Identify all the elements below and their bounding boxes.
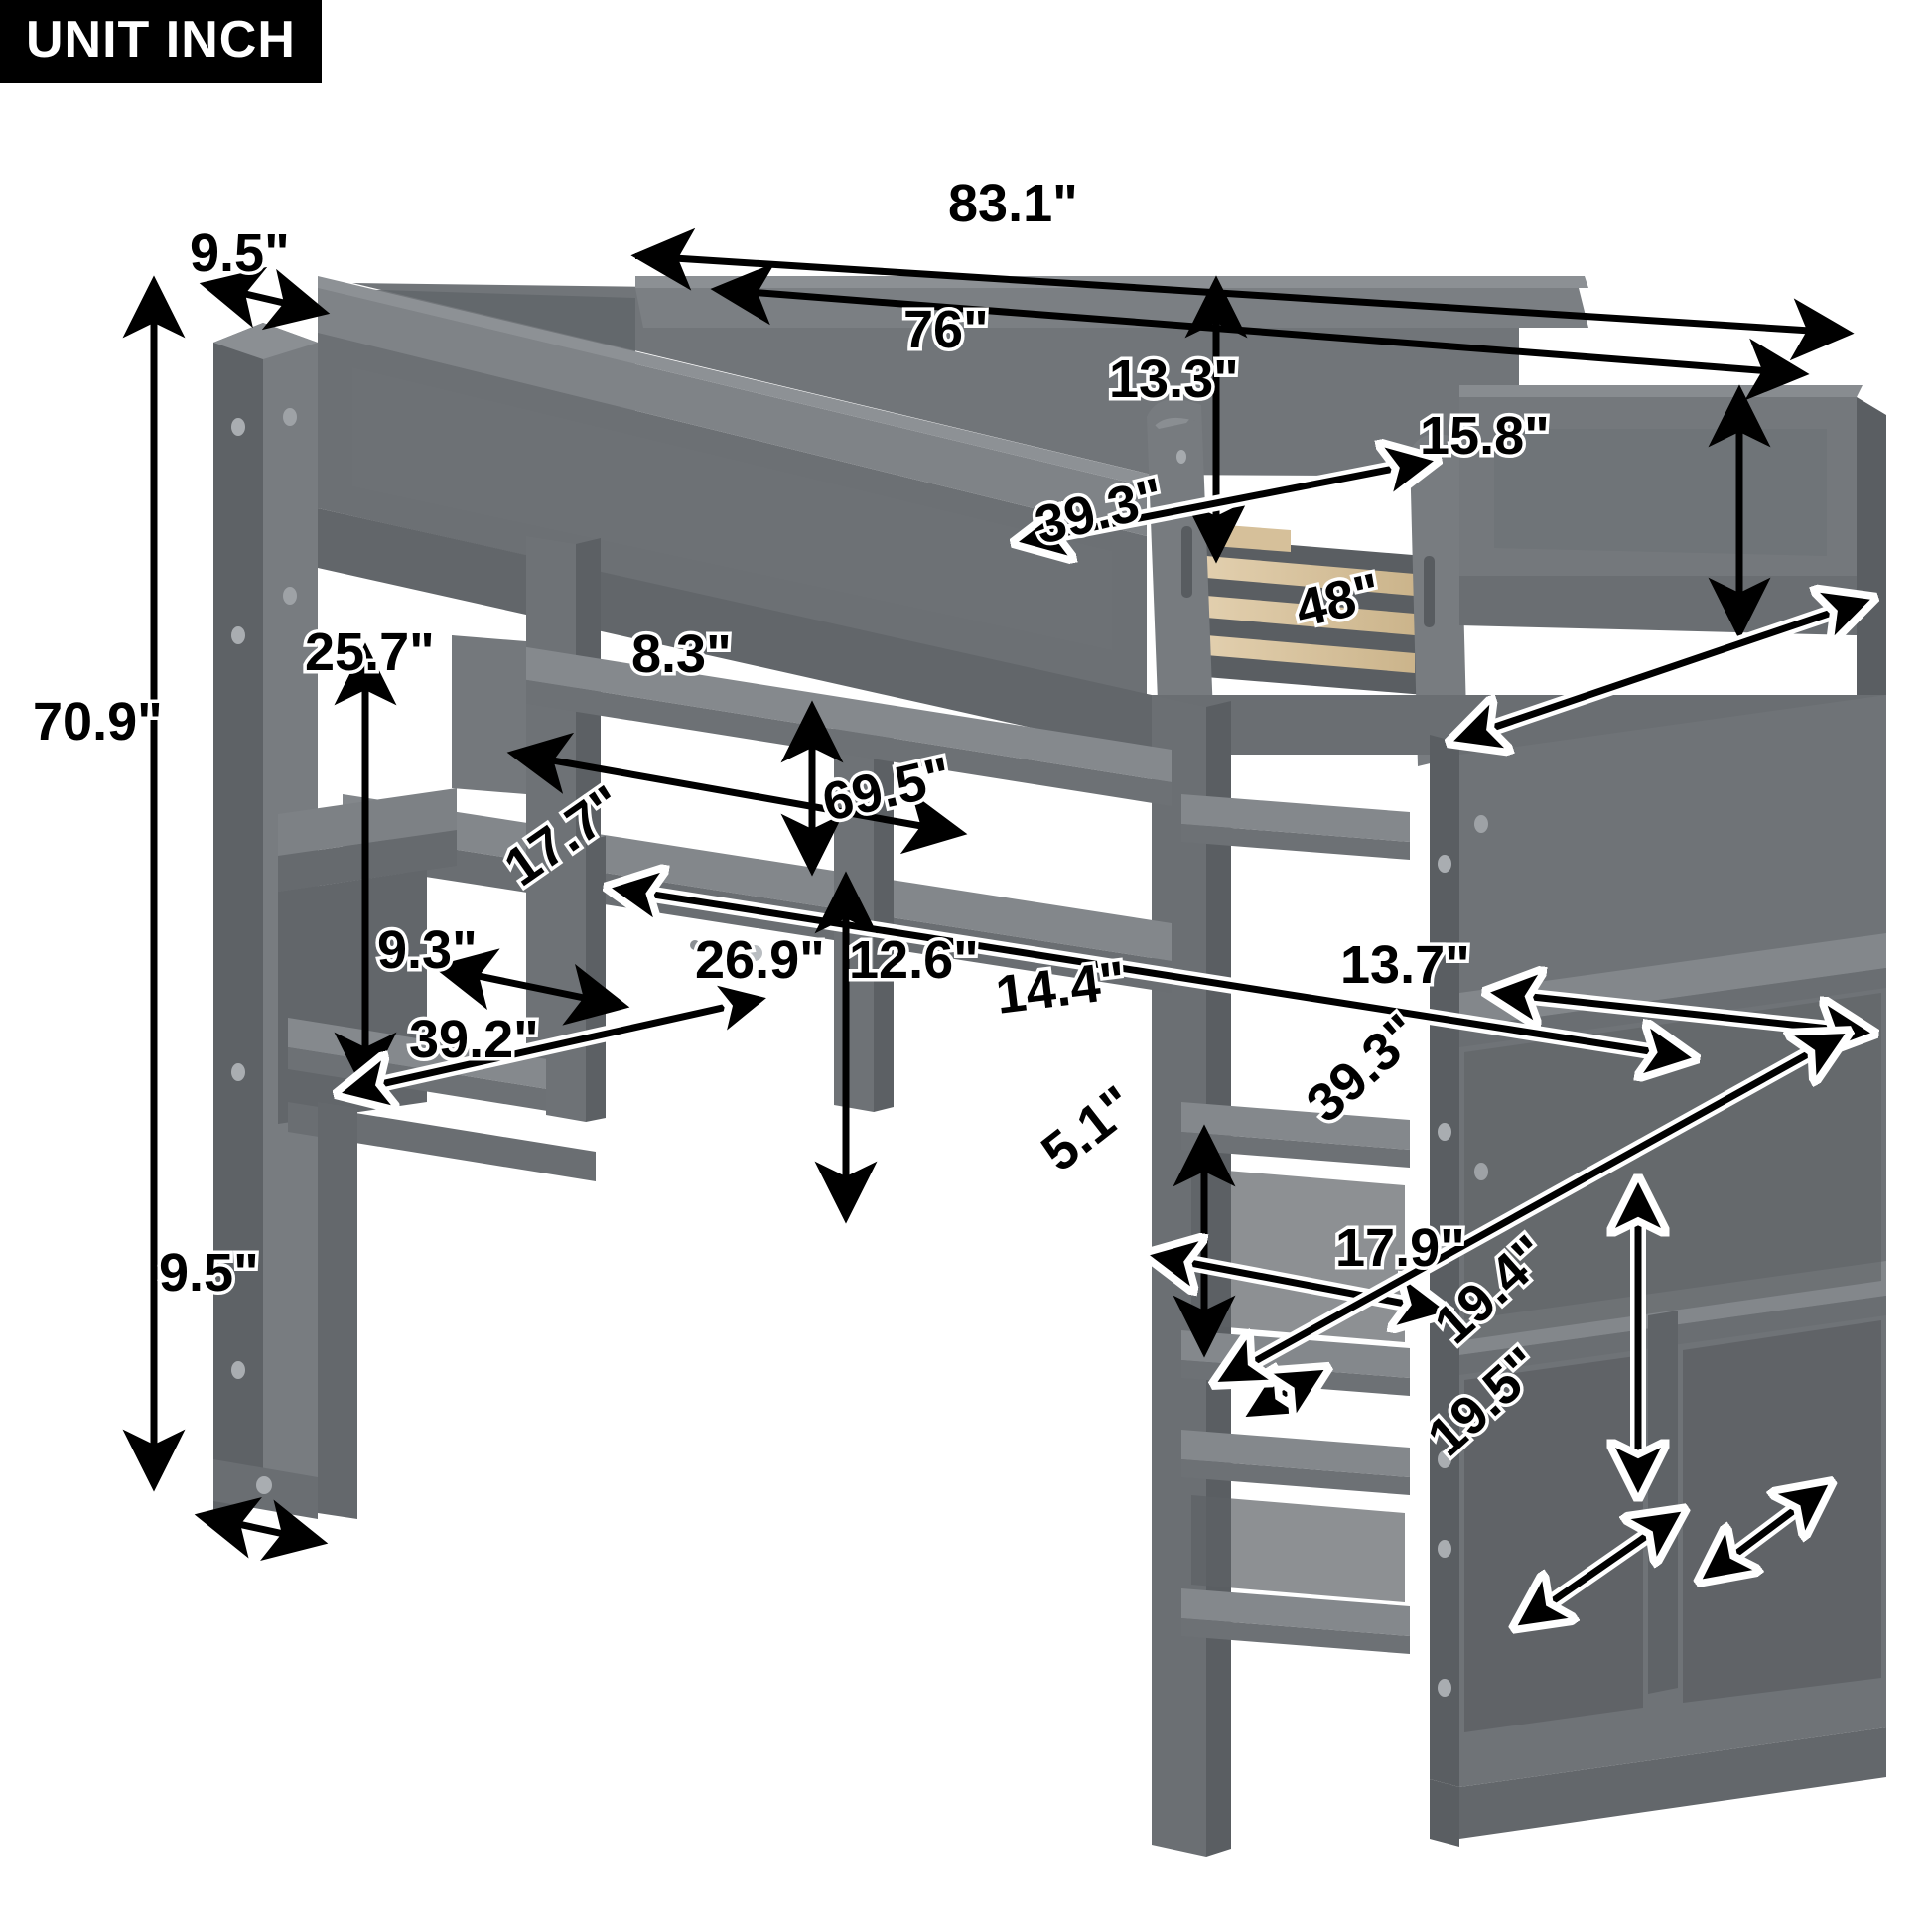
left-bottom-rail	[288, 1102, 596, 1519]
unit-badge: UNIT INCH	[0, 0, 322, 83]
dim-13-3-guardrail-height: 13.3"	[1106, 349, 1243, 410]
dim-15-8-headboard-height: 15.8"	[1417, 406, 1554, 467]
dim-76-mattress-length: 76"	[900, 300, 993, 360]
dim-9-5-base-depth: 9.5"	[156, 1243, 263, 1304]
bed-top-far-rail	[635, 276, 1588, 328]
dim-17-9-bottom-cubby-height: 17.9"	[1332, 1218, 1469, 1279]
right-foot	[1430, 1727, 1886, 1847]
dim-39-2-shelf-width: 39.2"	[406, 1010, 543, 1070]
dim-12-6-step-gap: 12.6"	[846, 930, 983, 991]
dim-9-3-shelf-depth: 9.3"	[374, 920, 482, 981]
dim-8-3-shelf-gap: 8.3"	[628, 624, 736, 685]
dim-25-7-under-bed-clearance: 25.7"	[302, 622, 439, 683]
dim-14-4-step-width: 14.4"	[989, 947, 1132, 1029]
dim-13-7-side-shelf-depth: 13.7"	[1337, 935, 1474, 996]
dim-83-1-overall-length: 83.1"	[945, 174, 1082, 234]
dim-9-5-top-left: 9.5"	[187, 223, 294, 284]
dim-70-9-overall-height: 70.9"	[30, 692, 167, 753]
right-storage-tower	[1430, 695, 1886, 1787]
dim-26-9-desk-height: 26.9"	[692, 930, 829, 991]
